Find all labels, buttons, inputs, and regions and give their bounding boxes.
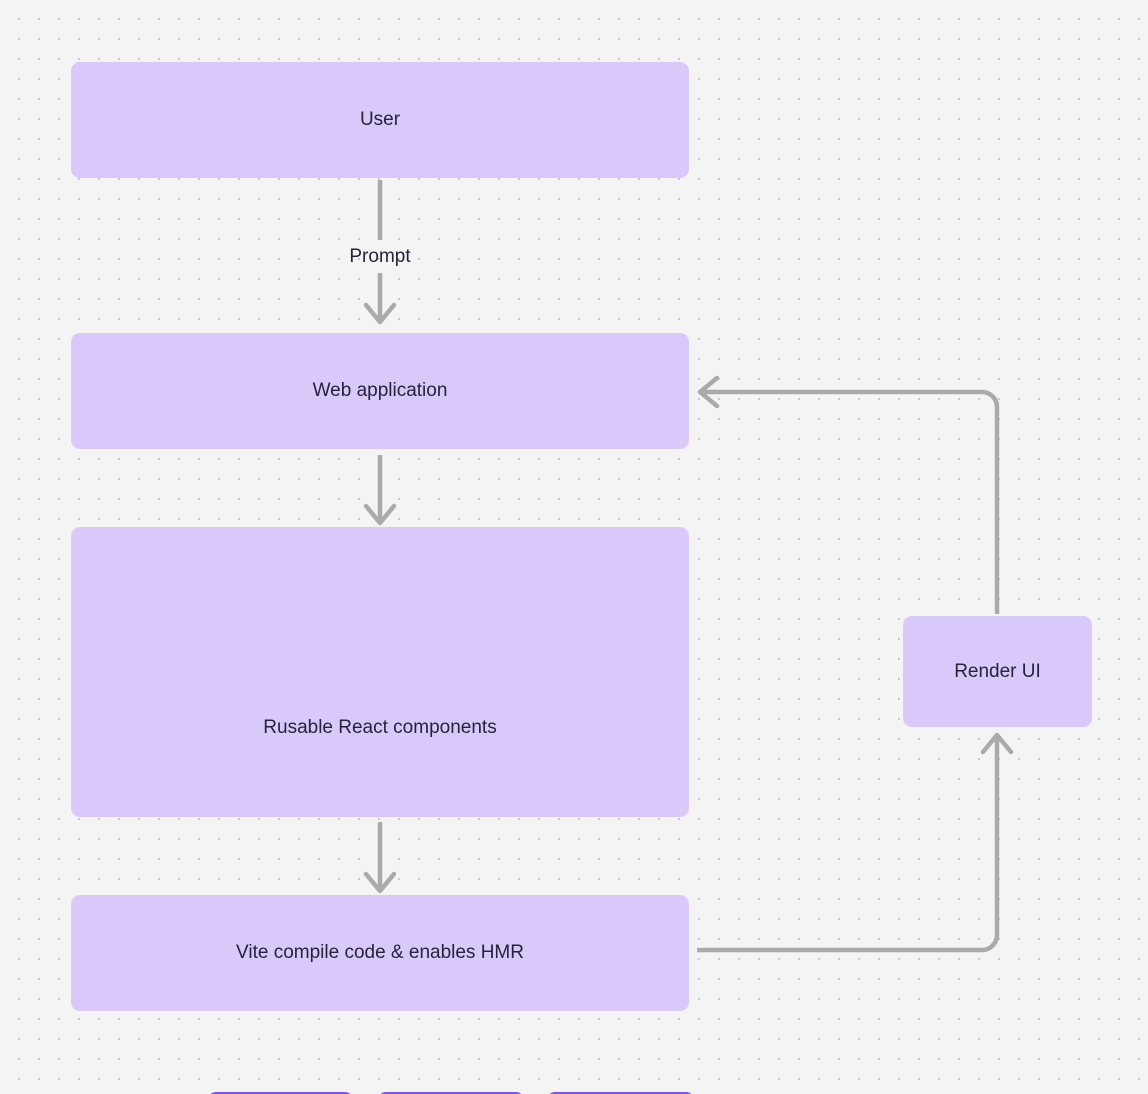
node-user[interactable]: User: [71, 62, 689, 178]
edge-webapp-to-components: [363, 455, 397, 526]
node-javascript[interactable]: Javascript = Interactivity: [547, 1092, 694, 1094]
node-vite[interactable]: Vite compile code & enables HMR: [71, 895, 689, 1011]
node-html[interactable]: HTML = structure: [208, 1092, 353, 1094]
edge-renderui-to-webapp: [697, 375, 1000, 614]
node-components-caption: Rusable React components: [263, 717, 497, 738]
edge-components-to-vite: [363, 822, 397, 894]
node-render-ui[interactable]: Render UI: [903, 616, 1092, 727]
node-vite-label: Vite compile code & enables HMR: [236, 942, 524, 963]
node-components-group[interactable]: HTML = structure CSS = Styles & Layouts …: [71, 527, 694, 1094]
node-user-label: User: [359, 109, 401, 130]
edge-vite-to-renderui: [697, 732, 1014, 953]
edge-label-prompt: Prompt: [349, 246, 411, 267]
node-render-ui-label: Render UI: [954, 660, 1041, 682]
node-web-application-label: Web application: [312, 380, 448, 401]
node-css[interactable]: CSS = Styles & Layouts: [378, 1092, 524, 1094]
node-web-application[interactable]: Web application: [71, 333, 689, 449]
